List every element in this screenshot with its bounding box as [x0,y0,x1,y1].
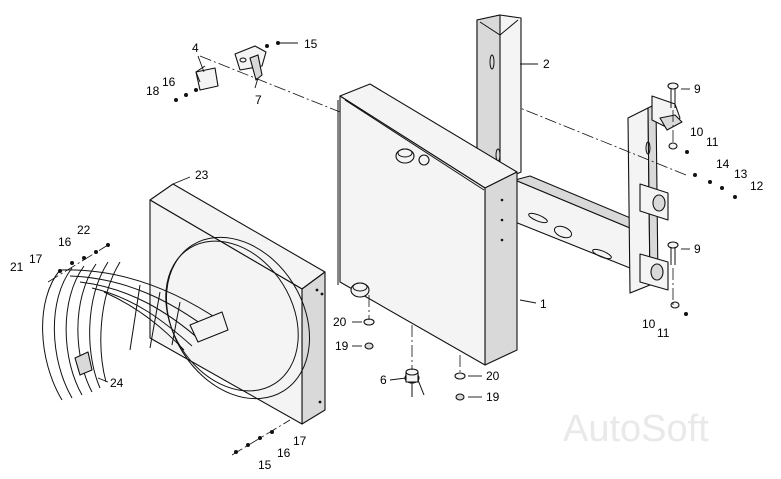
callout-15-top: 15 [304,37,318,51]
callout-16-bottom: 16 [277,446,291,460]
drain-valve-part-6 [404,368,425,397]
callout-22: 22 [77,223,91,237]
top-bracket-part-4 [195,65,219,91]
callout-6: 6 [380,373,387,387]
callout-11-upper: 11 [706,135,719,149]
callout-9-lower: 9 [694,242,701,256]
callout-18: 18 [146,84,160,98]
clip-part-7 [234,45,267,81]
callout-17-bottom: 17 [293,434,307,448]
bolt-part-9-lower [667,241,679,265]
callout-20-right: 20 [486,369,500,383]
callout-2: 2 [543,57,550,71]
callout-16-top: 16 [162,75,176,89]
callout-20-left: 20 [333,315,347,329]
side-bracket [627,95,683,294]
callout-7: 7 [255,93,262,107]
callout-15-bottom: 15 [258,458,272,472]
callout-11-lower: 11 [657,326,670,340]
callout-1: 1 [540,297,547,311]
support-bracket-part-2 [476,14,522,183]
callout-4: 4 [192,41,199,55]
callout-labels: 1 2 4 6 7 9 9 10 10 11 11 12 13 14 15 15… [10,37,764,472]
callout-13: 13 [734,167,748,181]
callout-19-right: 19 [486,390,500,404]
callout-16-left: 16 [58,235,72,249]
mounting-rail [514,175,641,269]
fan-guard-part-24 [42,261,229,401]
bolt-part-9-upper [667,82,679,108]
callout-21: 21 [10,260,24,274]
callout-19-left: 19 [335,339,349,353]
leader-lines [97,42,690,398]
callout-23: 23 [195,168,209,182]
callout-10-lower: 10 [642,317,656,331]
callout-24: 24 [110,376,124,390]
callout-9-upper: 9 [694,82,701,96]
callout-10-upper: 10 [690,125,704,139]
radiator-core-part-1 [337,83,518,366]
fan-shroud-part-23 [149,183,326,425]
callout-17-left: 17 [29,252,43,266]
callout-14: 14 [716,157,730,171]
center-lines [47,55,687,456]
callout-12: 12 [750,179,764,193]
watermark-text: AutoSoft [563,408,709,450]
